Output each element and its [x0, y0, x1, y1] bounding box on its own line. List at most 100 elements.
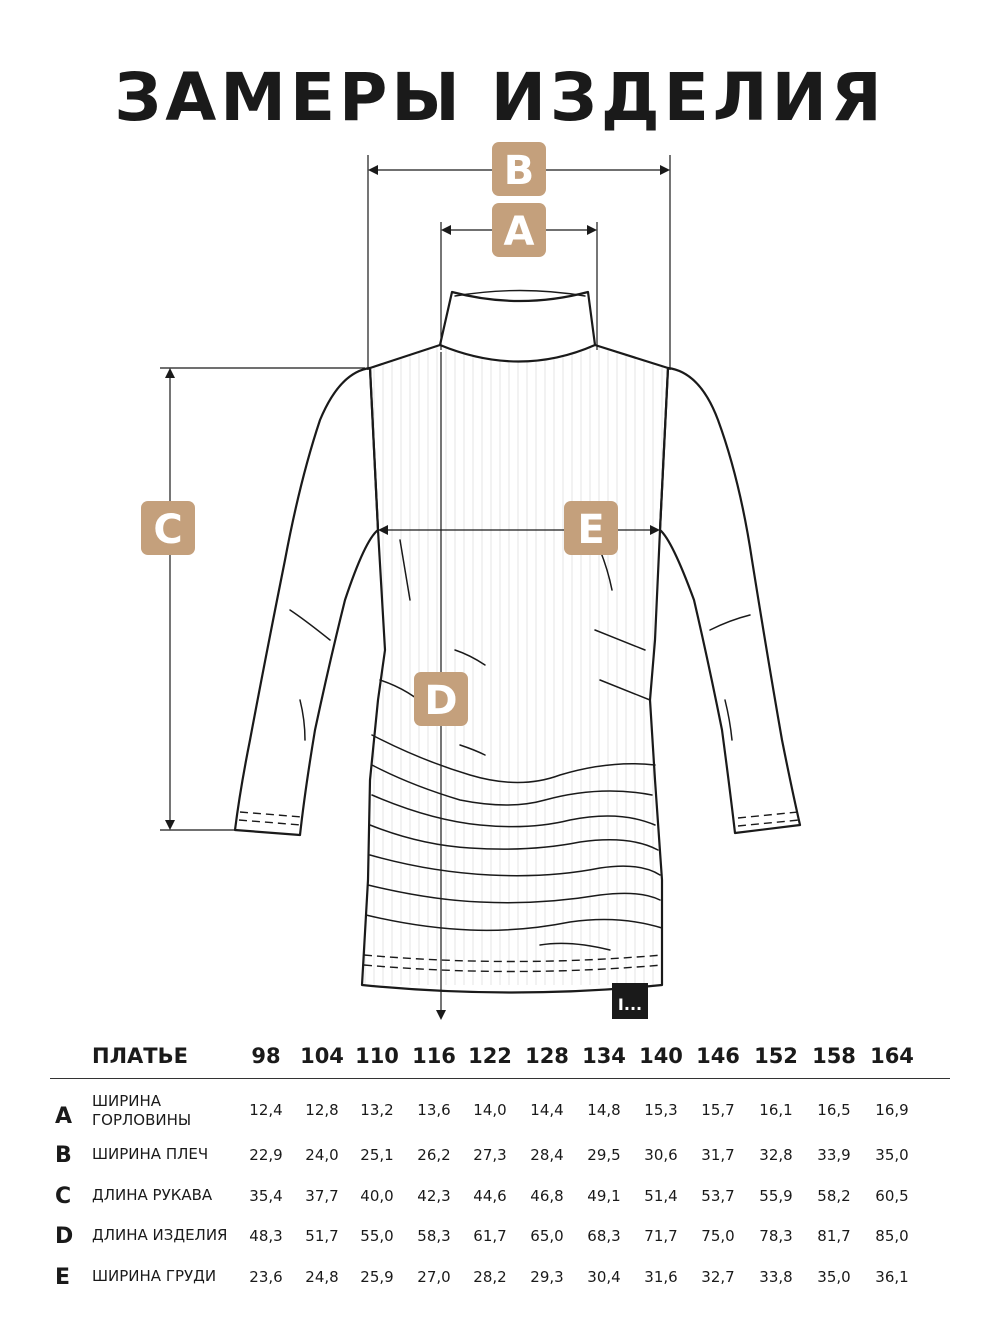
- table-cell: 55,0: [360, 1227, 394, 1245]
- table-cell: 31,6: [644, 1268, 678, 1286]
- collar: [438, 290, 597, 363]
- table-cell: 48,3: [249, 1227, 283, 1245]
- table-cell: 46,8: [530, 1187, 564, 1205]
- size-header: 110: [355, 1044, 399, 1068]
- table-cell: 58,3: [417, 1227, 451, 1245]
- dress-body: [360, 343, 670, 994]
- size-header: 116: [412, 1044, 456, 1068]
- size-header: 140: [639, 1044, 683, 1068]
- row-letter: E: [55, 1265, 71, 1290]
- table-cell: 16,1: [759, 1101, 793, 1119]
- table-cell: 16,9: [875, 1101, 909, 1119]
- table-cell: 16,5: [817, 1101, 851, 1119]
- table-cell: 24,8: [305, 1268, 339, 1286]
- brand-tag: [612, 983, 648, 1019]
- measurement-lines: [160, 155, 671, 1020]
- table-cell: 15,7: [701, 1101, 735, 1119]
- table-cell: 13,2: [360, 1101, 394, 1119]
- size-header: 128: [525, 1044, 569, 1068]
- row-letter: C: [55, 1184, 72, 1209]
- table-cell: 33,9: [817, 1146, 851, 1164]
- badge-e: E: [564, 501, 618, 555]
- table-cell: 35,0: [817, 1268, 851, 1286]
- badge-a: A: [492, 203, 546, 257]
- table-cell: 51,7: [305, 1227, 339, 1245]
- row-label: ШИРИНА ПЛЕЧ: [92, 1145, 209, 1163]
- size-table-header: ПЛАТЬЕ 98 104 110 116 122 128 134 140 146 152 158 1…: [50, 1040, 950, 1079]
- row-label: ШИРИНА ГРУДИ: [92, 1267, 217, 1285]
- collar-inner: [454, 289, 586, 297]
- table-cell: 14,4: [530, 1101, 564, 1119]
- size-header: 122: [468, 1044, 512, 1068]
- table-cell: 35,4: [249, 1187, 283, 1205]
- table-cell: 32,7: [701, 1268, 735, 1286]
- table-cell: 49,1: [587, 1187, 621, 1205]
- table-cell: 81,7: [817, 1227, 851, 1245]
- size-table: ПЛАТЬЕ 98 104 110 116 122 128 134 140 146 152 158 1…: [50, 1040, 950, 1290]
- hem-stitching: [238, 811, 800, 973]
- left-sleeve: [233, 366, 380, 837]
- table-cell: 12,4: [249, 1101, 283, 1119]
- rib-texture: [364, 345, 663, 985]
- table-cell: 29,3: [530, 1268, 564, 1286]
- badge-d: D: [414, 672, 468, 726]
- size-header: 104: [300, 1044, 344, 1068]
- table-cell: 51,4: [644, 1187, 678, 1205]
- table-cell: 22,9: [249, 1146, 283, 1164]
- table-cell: 25,1: [360, 1146, 394, 1164]
- right-sleeve: [658, 366, 802, 835]
- table-cell: 40,0: [360, 1187, 394, 1205]
- svg-text:C: C: [153, 507, 182, 553]
- table-cell: 30,4: [587, 1268, 621, 1286]
- size-header: 164: [870, 1044, 914, 1068]
- table-cell: 26,2: [417, 1146, 451, 1164]
- table-cell: 78,3: [759, 1227, 793, 1245]
- table-cell: 15,3: [644, 1101, 678, 1119]
- brand-tag-text: I...: [618, 995, 642, 1014]
- row-letter: A: [55, 1104, 73, 1129]
- garment-diagram: I... B A C: [141, 142, 802, 1020]
- row-letter: D: [55, 1224, 74, 1249]
- table-cell: 24,0: [305, 1146, 339, 1164]
- product-type-label: ПЛАТЬЕ: [92, 1044, 188, 1068]
- size-header: 158: [812, 1044, 856, 1068]
- table-cell: 14,0: [473, 1101, 507, 1119]
- svg-text:A: A: [504, 209, 535, 255]
- table-cell: 55,9: [759, 1187, 793, 1205]
- table-cell: 44,6: [473, 1187, 507, 1205]
- table-cell: 65,0: [530, 1227, 564, 1245]
- row-label: ДЛИНА РУКАВА: [92, 1186, 213, 1204]
- ruching-folds: [289, 539, 751, 951]
- badge-c: C: [141, 501, 195, 555]
- table-cell: 28,4: [530, 1146, 564, 1164]
- table-cell: 12,8: [305, 1101, 339, 1119]
- table-cell: 29,5: [587, 1146, 621, 1164]
- table-cell: 53,7: [701, 1187, 735, 1205]
- table-cell: 85,0: [875, 1227, 909, 1245]
- table-cell: 23,6: [249, 1268, 283, 1286]
- table-cell: 71,7: [644, 1227, 678, 1245]
- table-cell: 28,2: [473, 1268, 507, 1286]
- table-cell: 14,8: [587, 1101, 621, 1119]
- size-header: 134: [582, 1044, 626, 1068]
- size-header: 98: [251, 1044, 281, 1068]
- row-label: ШИРИНА ГОРЛОВИНЫ: [92, 1092, 192, 1129]
- size-header: 146: [696, 1044, 740, 1068]
- badge-b: B: [492, 142, 546, 196]
- table-cell: 13,6: [417, 1101, 451, 1119]
- row-letter: B: [55, 1143, 72, 1168]
- table-cell: 36,1: [875, 1268, 909, 1286]
- table-cell: 30,6: [644, 1146, 678, 1164]
- table-cell: 58,2: [817, 1187, 851, 1205]
- table-cell: 27,3: [473, 1146, 507, 1164]
- table-cell: 25,9: [360, 1268, 394, 1286]
- size-header: 152: [754, 1044, 798, 1068]
- table-cell: 32,8: [759, 1146, 793, 1164]
- table-cell: 75,0: [701, 1227, 735, 1245]
- table-cell: 60,5: [875, 1187, 909, 1205]
- table-cell: 33,8: [759, 1268, 793, 1286]
- svg-text:B: B: [504, 148, 535, 194]
- svg-text:E: E: [577, 507, 604, 553]
- table-cell: 68,3: [587, 1227, 621, 1245]
- table-cell: 42,3: [417, 1187, 451, 1205]
